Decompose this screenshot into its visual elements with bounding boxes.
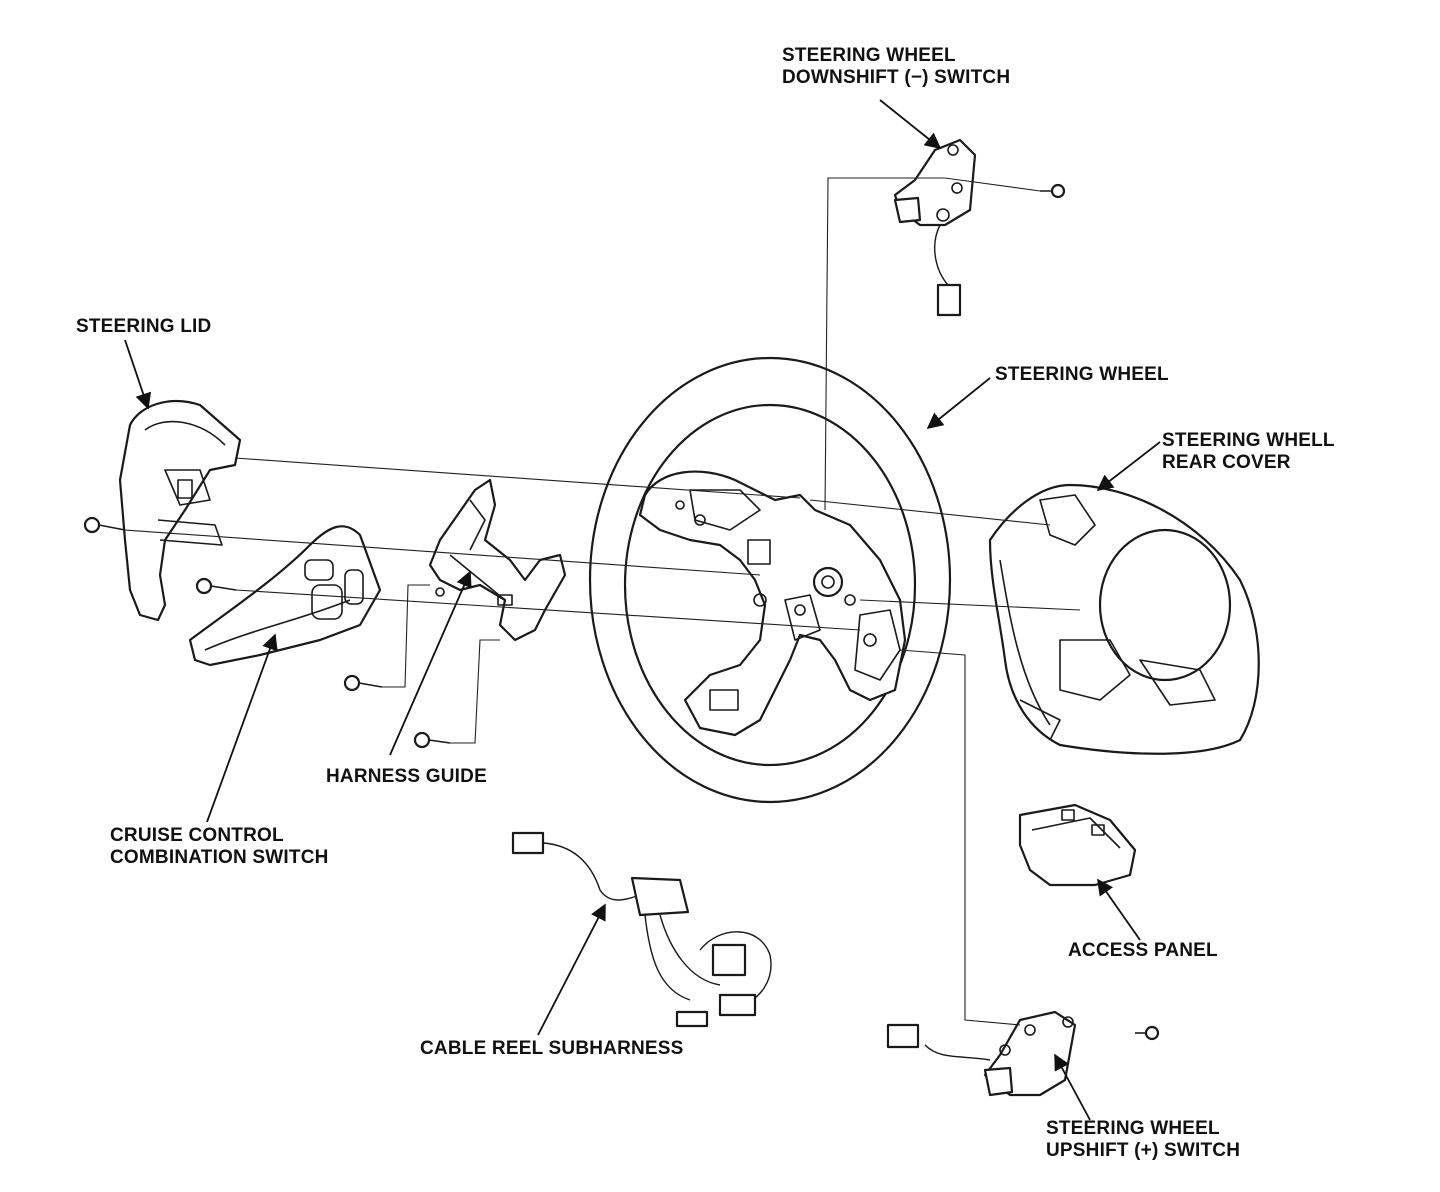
cable-reel-label: CABLE REEL SUBHARNESS bbox=[420, 1038, 684, 1059]
steering-lid-label: STEERING LID bbox=[76, 316, 212, 337]
cruise-label-line2: COMBINATION SWITCH bbox=[110, 847, 329, 868]
cruise-control-switch-part bbox=[188, 525, 382, 667]
steering-wheel-label: STEERING WHEEL bbox=[995, 364, 1169, 385]
screw-lid bbox=[83, 516, 126, 534]
steering-wheel-part bbox=[588, 356, 952, 804]
leader-arrows bbox=[124, 99, 1161, 1121]
downshift-switch-part bbox=[893, 138, 1066, 317]
cable-reel-subharness-part bbox=[511, 831, 772, 1028]
access-panel-label: ACCESS PANEL bbox=[1068, 940, 1218, 961]
rear-cover-label: STEERING WHELL REAR COVER bbox=[1162, 430, 1335, 474]
cruise-label-line1: CRUISE CONTROL bbox=[110, 825, 284, 846]
screw-harness-2 bbox=[413, 731, 451, 749]
access-panel-part bbox=[1018, 803, 1137, 887]
upshift-label-line2: UPSHIFT (+) SWITCH bbox=[1046, 1140, 1241, 1161]
rear-cover-part bbox=[988, 483, 1260, 755]
assembly-lines bbox=[124, 177, 1081, 1026]
rear-cover-label-line1: STEERING WHELL bbox=[1162, 430, 1335, 451]
downshift-switch-label: STEERING WHEEL DOWNSHIFT (−) SWITCH bbox=[782, 45, 1010, 89]
harness-guide-label: HARNESS GUIDE bbox=[326, 766, 487, 787]
upshift-label-line1: STEERING WHEEL bbox=[1046, 1118, 1220, 1139]
downshift-label-line2: DOWNSHIFT (−) SWITCH bbox=[782, 67, 1011, 88]
screw-harness-1 bbox=[343, 674, 383, 692]
cruise-control-label: CRUISE CONTROL COMBINATION SWITCH bbox=[110, 825, 329, 869]
screw-cruise bbox=[195, 577, 237, 595]
upshift-switch-label: STEERING WHEEL UPSHIFT (+) SWITCH bbox=[1046, 1118, 1240, 1162]
upshift-switch-part bbox=[886, 1010, 1160, 1097]
rear-cover-label-line2: REAR COVER bbox=[1162, 452, 1291, 473]
downshift-label-line1: STEERING WHEEL bbox=[782, 45, 956, 66]
